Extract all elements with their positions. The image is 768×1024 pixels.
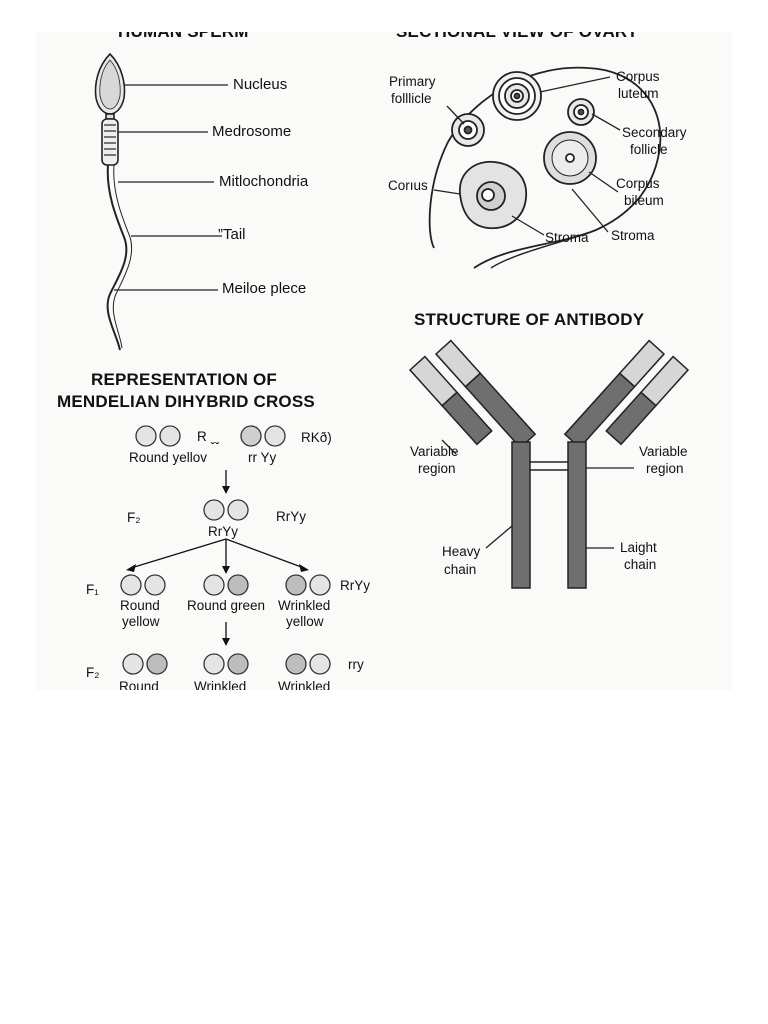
f2-bottom-item-1: Round: [119, 679, 159, 690]
f2-top-gen: F₂: [127, 510, 141, 525]
parent-left-label: Round yellov: [129, 450, 208, 465]
primary-follicle: [451, 113, 485, 147]
label-light-chain-2: chain: [624, 557, 657, 572]
corpus-bileum: [543, 131, 597, 185]
f2-top-genotype: RrYy: [208, 524, 238, 539]
label-corpus-luteum-2: luteum: [618, 86, 659, 101]
f2-bottom-item-3: Wrinkled: [278, 679, 331, 690]
f1-side: RrYy: [340, 578, 370, 593]
sperm-midpiece: [101, 118, 119, 166]
label-corpus-luteum-1: Corpus: [616, 69, 660, 84]
label-variable-right-2: region: [646, 461, 684, 476]
label-tail: ”Tail: [218, 226, 246, 243]
label-heavy-chain-2: chain: [444, 562, 477, 577]
mendel-title-line1: REPRESENTATION OF: [91, 370, 278, 389]
diagram-sheet: HUMAN SPERM SECTIONAL VIEW OF OVARY STRU…: [36, 32, 732, 690]
right-heavy-arm: [563, 339, 666, 449]
mendel-drawing: [120, 425, 331, 675]
label-cortex: Corıus: [388, 178, 428, 193]
antibody-drawing: [408, 339, 690, 589]
left-heavy-arm: [434, 339, 537, 449]
label-mitochondria: Mitlochondria: [219, 173, 309, 190]
right-light-chain: [605, 355, 690, 446]
antibody-title: STRUCTURE OF ANTIBODY: [414, 310, 645, 329]
f2-bottom-item-2: Wrinkled: [194, 679, 247, 690]
label-variable-left-2: region: [418, 461, 456, 476]
label-secondary-follicle-1: Secondary: [622, 125, 687, 140]
f1-item-3-line1: Wrinkled: [278, 598, 331, 613]
label-variable-right-1: Variable: [639, 444, 688, 459]
f1-item-2-line1: Round green: [187, 598, 266, 613]
secondary-follicle: [567, 98, 595, 126]
label-heavy-chain-1: Heavy: [442, 544, 481, 559]
label-primary-follicle-2: folllicle: [391, 91, 432, 106]
label-medrosome: Medrosome: [212, 123, 292, 140]
f1-item-1-line2: yellow: [122, 614, 160, 629]
label-middle-piece: Meiloe plece: [222, 280, 307, 297]
ovary-drawing: [428, 66, 662, 269]
f1-gen: F₁: [86, 582, 99, 597]
parent-right-label: rr Yy: [248, 450, 277, 465]
label-corpus-bileum-2: bileum: [624, 193, 664, 208]
f2-bottom-gen: F₂: [86, 665, 100, 680]
label-nucleus: Nucleus: [233, 76, 288, 93]
mendel-title-line2: MENDELIAN DIHYBRID CROSS: [57, 392, 315, 411]
sperm-drawing: [94, 52, 228, 351]
f2-bottom-side: rry: [348, 657, 364, 672]
sperm-title: HUMAN SPERM: [118, 32, 249, 42]
label-stroma-1: Stroma: [545, 230, 589, 245]
left-light-chain: [408, 355, 493, 446]
f2-top-side: RrYy: [276, 509, 306, 524]
label-primary-follicle-1: Primary: [389, 74, 436, 89]
label-light-chain-1: Laight: [620, 540, 657, 555]
left-heavy-stem: [511, 441, 531, 589]
f1-item-3-line2: yellow: [286, 614, 324, 629]
corpus-luteum: [492, 71, 542, 121]
right-heavy-stem: [567, 441, 587, 589]
parent-right-genotype: RKð): [301, 430, 332, 445]
label-secondary-follicle-2: follicle: [630, 142, 668, 157]
f1-item-1-line1: Round: [120, 598, 160, 613]
label-stroma-2: Stroma: [611, 228, 655, 243]
sperm-tail: [106, 164, 128, 351]
diagram-graphics: [94, 52, 690, 675]
label-variable-left-1: Variable: [410, 444, 459, 459]
parent-cross-symbol: R ˬˬ: [197, 429, 220, 444]
label-corpus-bileum-1: Corpus: [616, 176, 660, 191]
ovary-title: SECTIONAL VIEW OF OVARY: [396, 32, 638, 42]
cortex-follicle: [459, 160, 527, 230]
